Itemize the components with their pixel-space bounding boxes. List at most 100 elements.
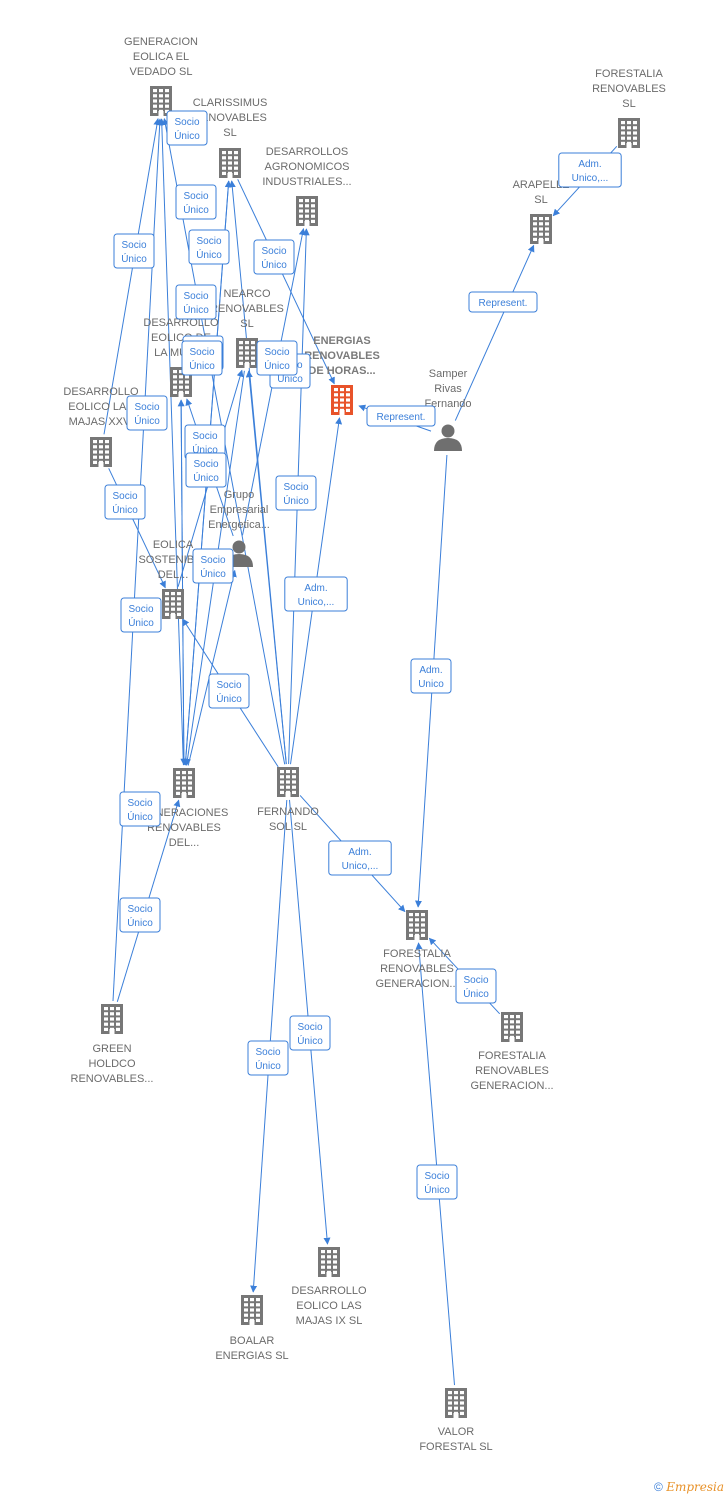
edge-label-box[interactable]	[166, 110, 208, 146]
node-eolica-sostenible[interactable]: EOLICASOSTENIBLEDEL...	[138, 539, 208, 619]
building-icon[interactable]	[101, 1004, 123, 1034]
building-icon[interactable]	[445, 1388, 467, 1418]
building-window	[533, 217, 537, 221]
building-window	[305, 199, 309, 203]
edge-label[interactable]: Represent.	[468, 291, 538, 313]
edge-label-box[interactable]	[208, 673, 250, 709]
node-generaciones-renovables[interactable]: GENERACIONESRENOVABLESDEL...	[140, 768, 229, 849]
edge-label-box[interactable]	[468, 291, 538, 313]
edge-label[interactable]: Adm.Unico,...	[558, 152, 622, 188]
edge-label-text: Único	[134, 414, 160, 427]
building-icon[interactable]	[618, 118, 640, 148]
edge-label-box[interactable]	[284, 576, 348, 612]
edge-label-box[interactable]	[119, 791, 161, 827]
building-icon[interactable]	[162, 589, 184, 619]
edge-label-box[interactable]	[410, 658, 452, 694]
edge-label-box[interactable]	[175, 184, 217, 220]
edge-label-box[interactable]	[256, 340, 298, 376]
edge-label-box[interactable]	[253, 239, 295, 275]
edge-label-box[interactable]	[188, 229, 230, 265]
building-window	[510, 1030, 514, 1034]
edge-label-box[interactable]	[185, 452, 227, 488]
edge-label-box[interactable]	[416, 1164, 458, 1200]
person-icon[interactable]	[434, 424, 462, 452]
node-desarrollos-agronomicos[interactable]: DESARROLLOSAGRONOMICOSINDUSTRIALES...	[262, 146, 352, 226]
edge-label-box[interactable]	[119, 897, 161, 933]
edge-label-box[interactable]	[289, 1015, 331, 1051]
edge-label-box[interactable]	[558, 152, 622, 188]
building-window	[176, 786, 180, 790]
building-icon[interactable]	[219, 148, 241, 178]
node-forestalia-generacion-2[interactable]: FORESTALIARENOVABLESGENERACION...	[470, 1012, 554, 1092]
building-icon[interactable]	[236, 338, 258, 368]
building-icon[interactable]	[530, 214, 552, 244]
edge-label-box[interactable]	[192, 548, 234, 584]
edge-label-box[interactable]	[181, 340, 223, 376]
edge-label-box[interactable]	[175, 284, 217, 320]
building-icon[interactable]	[150, 86, 172, 116]
building-icon[interactable]	[173, 768, 195, 798]
building-icon[interactable]	[241, 1295, 263, 1325]
brand-logo[interactable]: Empresia	[666, 1480, 724, 1494]
building-window	[176, 771, 180, 775]
building-icon[interactable]	[277, 767, 299, 797]
edge-label[interactable]: Adm.Unico,...	[284, 576, 348, 612]
building-icon[interactable]	[318, 1247, 340, 1277]
building-icon[interactable]	[331, 385, 353, 415]
edge-label-box[interactable]	[247, 1040, 289, 1076]
edge-label-box[interactable]	[275, 475, 317, 511]
building-icon[interactable]	[501, 1012, 523, 1042]
building-icon[interactable]	[406, 910, 428, 940]
edge-label-box[interactable]	[113, 233, 155, 269]
edge-label-box[interactable]	[366, 405, 436, 427]
node-green-holdco[interactable]: GREENHOLDCORENOVABLES...	[71, 1004, 154, 1085]
edge-label-box[interactable]	[328, 840, 392, 876]
edge-label-box[interactable]	[104, 484, 146, 520]
building-icon[interactable]	[296, 196, 318, 226]
edge-label[interactable]: Represent.	[366, 405, 436, 427]
edge-label[interactable]: Adm.Unico,...	[328, 840, 392, 876]
node-forestalia-generacion-1[interactable]: FORESTALIARENOVABLESGENERACION...	[375, 910, 459, 990]
edge-label-box[interactable]	[120, 597, 162, 633]
edge-label-box[interactable]	[126, 395, 168, 431]
edge-label[interactable]: Adm.Unico	[410, 658, 452, 694]
building-icon[interactable]	[90, 437, 112, 467]
edge-label-box[interactable]	[455, 968, 497, 1004]
node-grupo-empresarial[interactable]: GrupoEmpresarialEnergetica...	[208, 489, 270, 567]
edge-generaciones-renovables-to-generacion-eolica-vedado	[158, 118, 184, 766]
